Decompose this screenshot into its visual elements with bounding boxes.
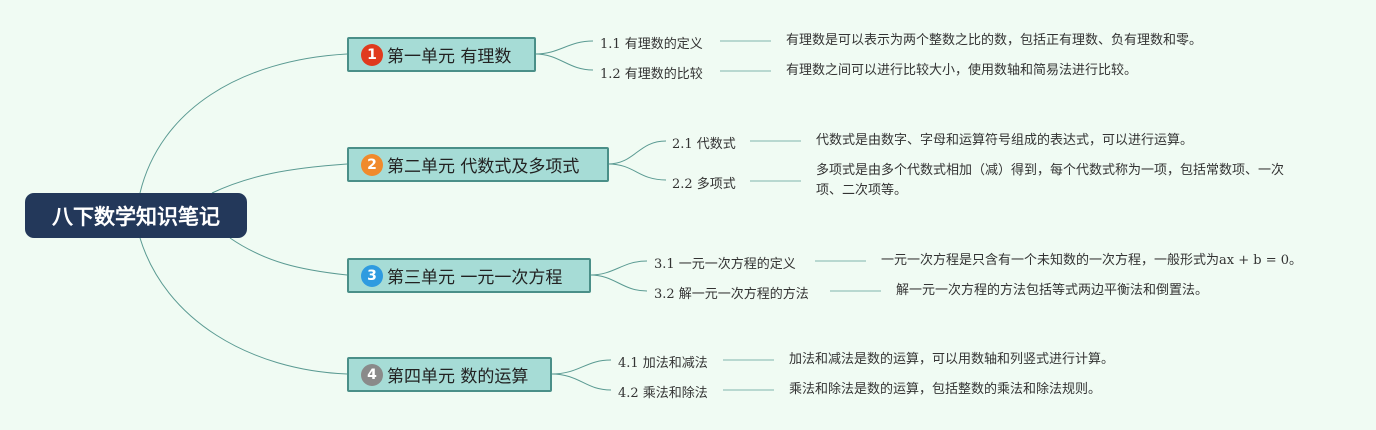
unit-2-branch-1 [607,140,667,165]
topic-2-2-node[interactable]: 2.2 多项式 [672,177,736,192]
unit-4-branch-2 [550,373,612,391]
unit-3-title: 第三单元 一元一次方程 [387,268,563,288]
topic-1-2-description: 有理数之间可以进行比较大小，使用数轴和简易法进行比较。 [786,63,1138,78]
unit-2-node[interactable]: 2 第二单元 代数式及多项式 [347,147,609,182]
number-3-badge-icon: 3 [361,264,383,287]
topic-4-2-node[interactable]: 4.2 乘法和除法 [618,386,708,401]
root-to-unit-3-link [229,237,348,276]
unit-4-node[interactable]: 4 第四单元 数的运算 [347,357,552,392]
topic-2-2-description: 多项式是由多个代数式相加（减）得到，每个代数式称为一项，包括常数项、一次项、二次… [816,163,1285,198]
unit-2-branch-2 [607,163,667,181]
topic-4-1-description: 加法和减法是数的运算，可以用数轴和列竖式进行计算。 [789,352,1115,367]
topic-2-1-description: 代数式是由数字、字母和运算符号组成的表达式，可以进行运算。 [816,133,1194,148]
unit-4-title: 第四单元 数的运算 [387,367,529,387]
topic-3-2-node[interactable]: 3.2 解一元一次方程的方法 [654,287,809,302]
unit-3-branch-1 [589,260,648,276]
topic-3-1-description: 一元一次方程是只含有一个未知数的一次方程，一般形式为ax + b = 0。 [881,253,1302,268]
root-to-unit-1-link [139,53,348,194]
number-2-badge-icon: 2 [361,153,383,176]
topic-1-1-description: 有理数是可以表示为两个整数之比的数，包括正有理数、负有理数和零。 [786,33,1203,48]
unit-3-branch-2 [589,274,648,292]
root-to-unit-2-link [211,163,348,194]
unit-1-branch-1 [534,40,594,55]
root-to-unit-4-link [139,237,348,375]
unit-1-branch-2 [534,53,594,71]
root-title: 八下数学知识笔记 [52,204,220,229]
topic-3-2-description: 解一元一次方程的方法包括等式两边平衡法和倒置法。 [896,283,1209,298]
unit-4-branch-1 [550,359,612,375]
topic-3-1-node[interactable]: 3.1 一元一次方程的定义 [654,257,796,272]
unit-2-title: 第二单元 代数式及多项式 [387,157,580,177]
unit-1-node[interactable]: 1 第一单元 有理数 [347,37,536,72]
unit-1-title: 第一单元 有理数 [387,47,512,67]
root-node[interactable]: 八下数学知识笔记 [25,193,247,238]
number-1-badge-icon: 1 [361,43,383,66]
topic-1-1-node[interactable]: 1.1 有理数的定义 [600,37,703,52]
topic-1-2-node[interactable]: 1.2 有理数的比较 [600,67,703,82]
topic-4-2-description: 乘法和除法是数的运算，包括整数的乘法和除法规则。 [789,382,1102,397]
topic-2-1-node[interactable]: 2.1 代数式 [672,137,736,152]
unit-3-node[interactable]: 3 第三单元 一元一次方程 [347,258,591,293]
topic-4-1-node[interactable]: 4.1 加法和减法 [618,356,708,371]
number-4-badge-icon: 4 [361,363,383,386]
